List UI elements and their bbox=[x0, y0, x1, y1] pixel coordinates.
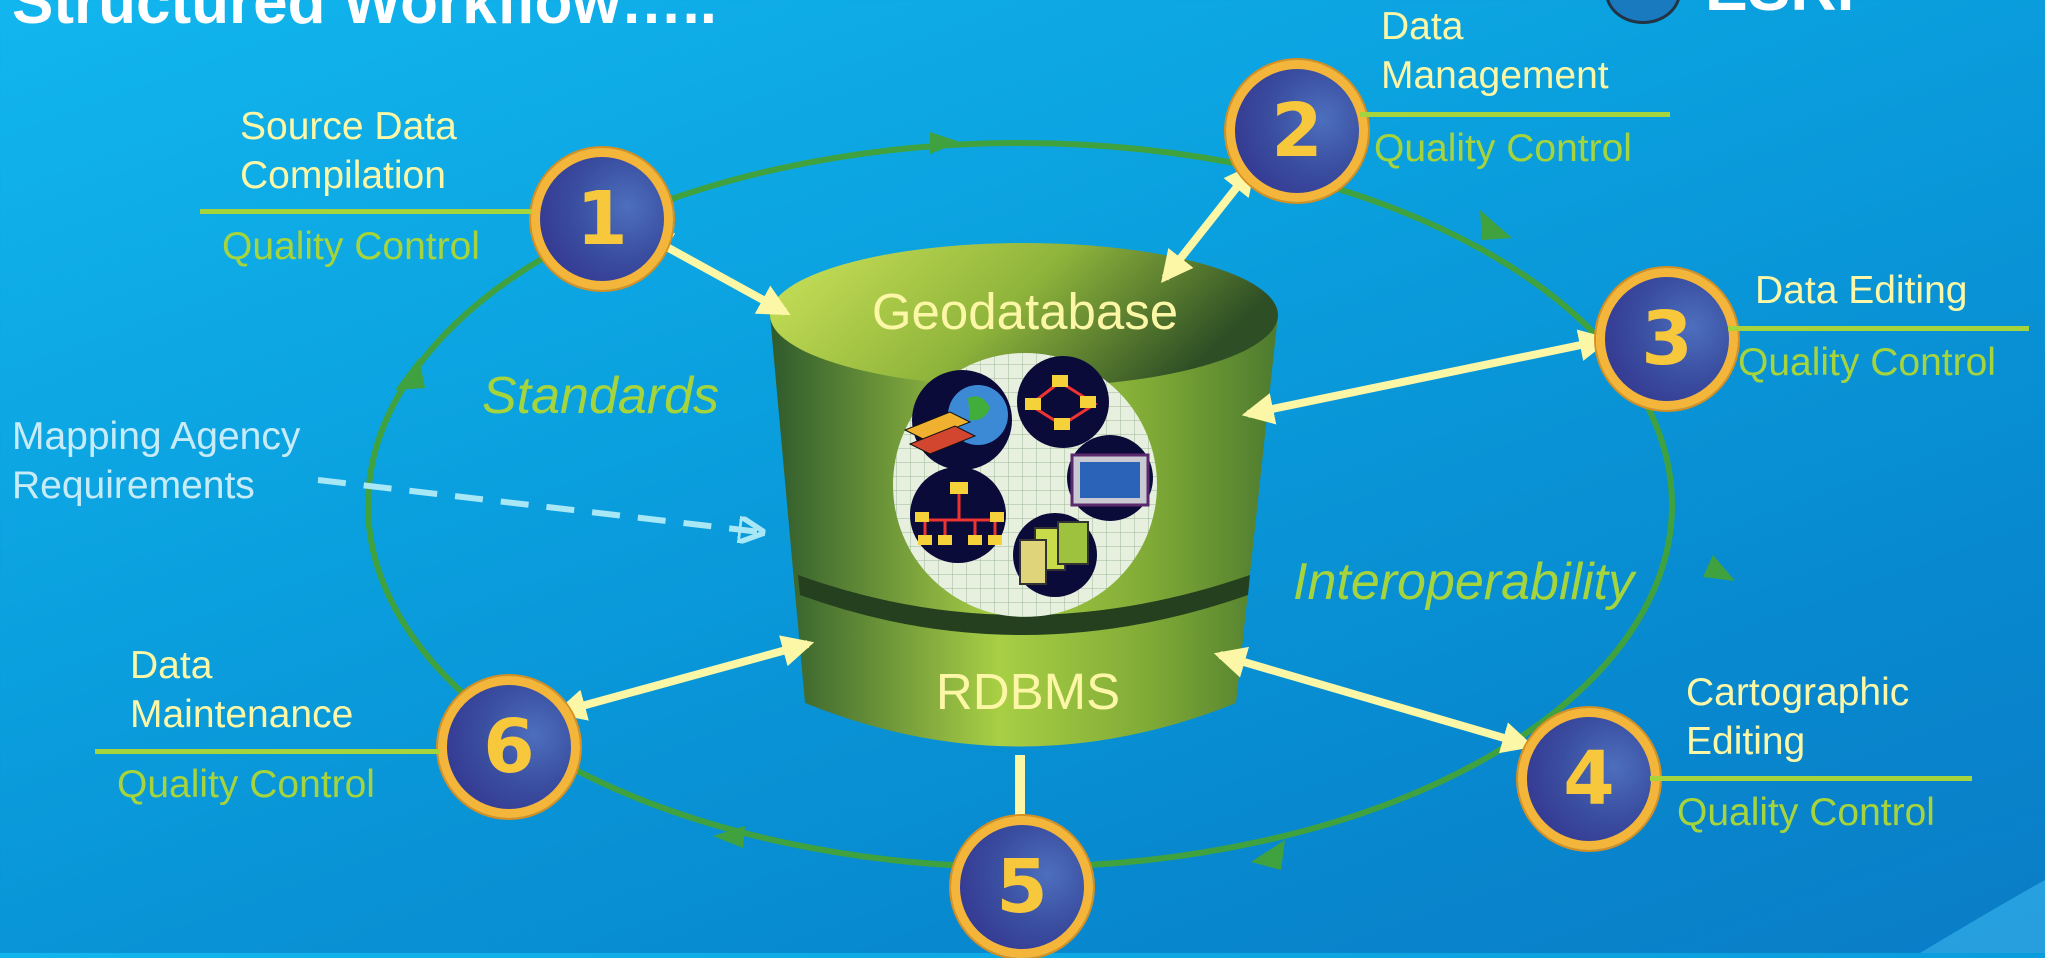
stage-6-label: Data Maintenance bbox=[130, 644, 354, 736]
stage-2-label: Data Management bbox=[1381, 5, 1609, 97]
stage-2-divider bbox=[1360, 112, 1670, 117]
mapping-agency-requirements-label: Mapping Agency Requirements bbox=[12, 415, 301, 507]
stage-3-node: 3 bbox=[1596, 268, 1738, 410]
esri-logo-text: ESRI bbox=[1705, 0, 1854, 20]
hierarchy-icon bbox=[910, 467, 1006, 563]
interoperability-label: Interoperability bbox=[1293, 553, 1635, 611]
monitor-screen-icon bbox=[1067, 435, 1153, 521]
cycle-arrowhead bbox=[930, 132, 960, 154]
geodatabase-label: Geodatabase bbox=[871, 283, 1179, 340]
stage-1-label: Source Data Compilation bbox=[240, 105, 457, 197]
map-sheets-icon bbox=[1013, 513, 1097, 597]
requirements-input-arrow bbox=[317, 477, 760, 532]
cycle-arrowhead bbox=[1480, 210, 1512, 240]
connector-arrow-stage-3 bbox=[1241, 329, 1612, 425]
stage-2-node: 2 bbox=[1226, 60, 1368, 202]
cycle-arrowhead bbox=[1703, 555, 1735, 581]
stage-1-node: 1 bbox=[531, 148, 673, 290]
stage-4-divider bbox=[1650, 776, 1972, 781]
stage-3-label: Data Editing bbox=[1755, 269, 1968, 312]
connector-arrow-stage-6 bbox=[553, 635, 815, 721]
standards-label: Standards bbox=[482, 367, 720, 425]
stage-3-divider bbox=[1728, 326, 2029, 331]
connector-arrow-stage-4 bbox=[1213, 646, 1535, 754]
stage-1-divider bbox=[200, 209, 532, 214]
stage-3-quality-control: Quality Control bbox=[1738, 341, 1996, 384]
stage-4-label: Cartographic Editing bbox=[1686, 671, 1910, 763]
stage-6-divider bbox=[95, 749, 440, 754]
slide-title: Structured Workflow….. bbox=[12, 0, 718, 37]
connector-arrow-stage-2 bbox=[1161, 162, 1256, 284]
stage-4-node: 4 bbox=[1518, 708, 1660, 850]
stage-1-quality-control: Quality Control bbox=[222, 225, 480, 268]
cycle-arrowhead bbox=[1251, 840, 1285, 870]
network-icon bbox=[1017, 356, 1109, 448]
stage-4-quality-control: Quality Control bbox=[1677, 791, 1935, 834]
geodatabase-cylinder bbox=[770, 243, 1278, 747]
cycle-arrowhead bbox=[395, 358, 425, 390]
globe-layers-icon bbox=[903, 370, 1012, 470]
stage-5-node: 5 bbox=[951, 816, 1093, 958]
rdbms-label: RDBMS bbox=[935, 663, 1121, 720]
cycle-arrowhead bbox=[713, 826, 745, 848]
stage-6-node: 6 bbox=[438, 676, 580, 818]
stage-2-quality-control: Quality Control bbox=[1374, 127, 1632, 170]
stage-6-quality-control: Quality Control bbox=[117, 763, 375, 806]
corner-swoosh bbox=[1920, 880, 2045, 953]
connector-arrow-stage-1 bbox=[639, 231, 791, 316]
